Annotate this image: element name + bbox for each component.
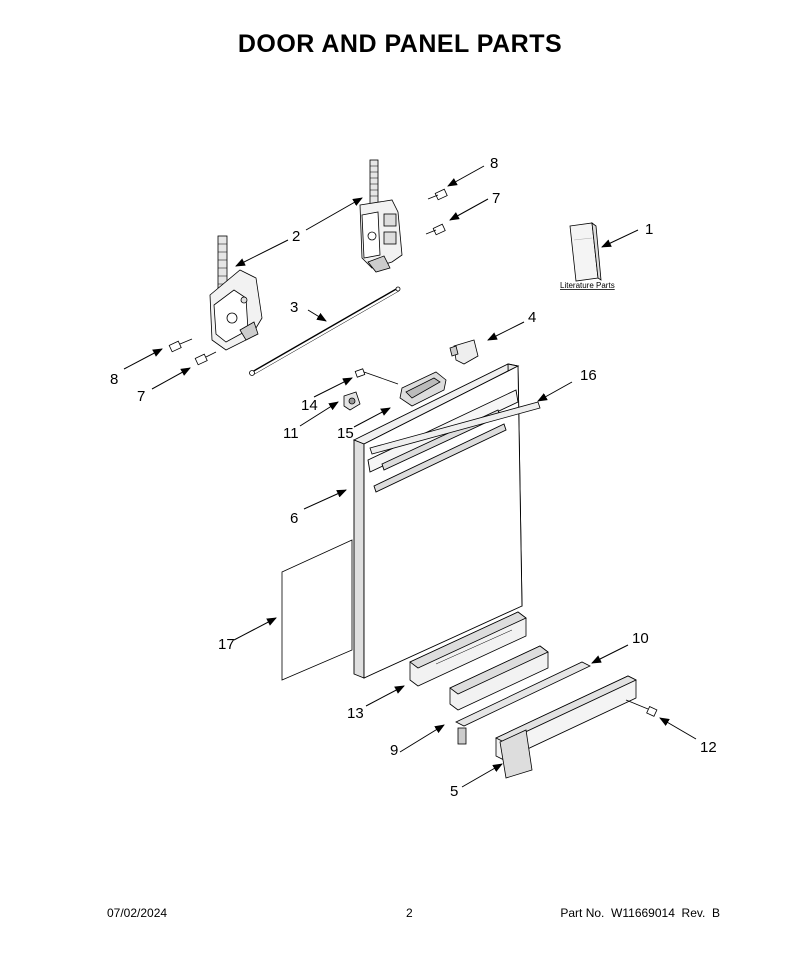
footer-part-number: Part No. W11669014 Rev. B [560,906,720,920]
insulation-sheet [281,539,353,681]
callout-7-top: 7 [492,190,500,207]
door-latch [449,339,479,365]
callout-3: 3 [290,299,298,316]
screw-7-left [194,351,217,366]
footer-page-number: 2 [406,906,413,920]
leader-lines [123,165,697,788]
screw-12 [625,699,658,717]
kick-bracket-9 [449,645,591,745]
page-title: DOOR AND PANEL PARTS [237,30,563,58]
callout-11: 11 [283,425,299,442]
footer-date: 07/02/2024 [107,906,168,920]
door-switch-11 [343,391,361,411]
callout-17: 17 [218,636,235,653]
callout-8-left: 8 [110,371,118,388]
callout-6: 6 [290,510,298,527]
literature-parts-label: Literature Parts [560,281,615,290]
handle-strip-16 [369,401,541,455]
toe-kick-5 [499,729,533,779]
door-cable [249,286,401,376]
callout-16: 16 [580,367,597,384]
callout-4: 4 [528,309,536,326]
toe-kick-10 [495,675,637,761]
screw-7-top [425,223,446,236]
callout-12: 12 [700,739,717,756]
callout-5: 5 [450,783,458,800]
callout-9: 9 [390,742,398,759]
screw-14 [354,368,399,385]
hinge-left [209,235,263,351]
control-module-15 [399,371,447,407]
screw-8-left [168,338,193,353]
callout-13: 13 [347,705,364,722]
callout-8-top: 8 [490,155,498,172]
hinge-right [359,159,403,273]
screw-8-top [427,188,448,201]
callout-2: 2 [292,228,300,245]
callout-14: 14 [301,397,318,414]
callout-7-left: 7 [137,388,145,405]
toe-panel-13 [409,611,527,687]
literature-booklet [569,222,602,282]
callout-1: 1 [645,221,653,238]
callout-15: 15 [337,425,354,442]
callout-10: 10 [632,630,649,647]
